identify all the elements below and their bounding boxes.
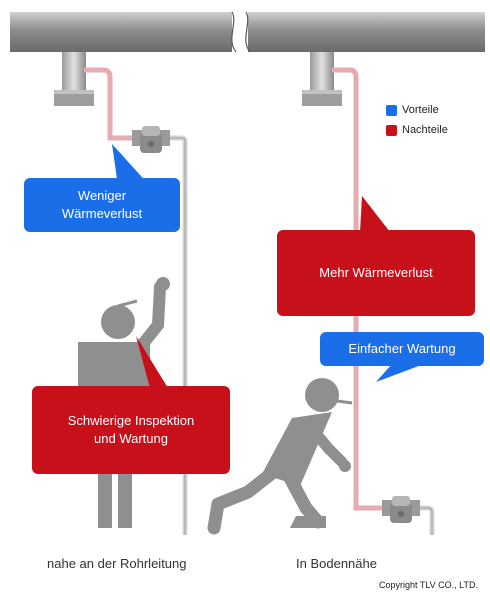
legend-item-advantages: Vorteile bbox=[386, 100, 448, 120]
right-steam-trap bbox=[382, 496, 420, 523]
crouching-worker-figure bbox=[207, 378, 353, 535]
right-trap-piping bbox=[332, 67, 435, 535]
left-steam-trap bbox=[132, 126, 170, 153]
legend-item-disadvantages: Nachteile bbox=[386, 120, 448, 140]
legend-swatch-blue bbox=[386, 104, 397, 116]
caption-near-pipe: nahe an der Rohrleitung bbox=[47, 556, 187, 571]
callout-more-heat-loss-text: Mehr Wärmeverlust bbox=[319, 265, 433, 280]
legend-label-advantages: Vorteile bbox=[402, 104, 439, 116]
callout-less-heat-loss-text: Weniger Wärmeverlust bbox=[61, 188, 143, 221]
callout-pointer-left-disadvantage bbox=[136, 336, 168, 388]
callout-difficult-inspection-text: Schwierige Inspektion und Wartung bbox=[67, 413, 195, 446]
callout-pointer-left-advantage bbox=[112, 144, 150, 186]
left-trap-piping bbox=[84, 67, 188, 535]
callout-less-heat-loss: Weniger Wärmeverlust bbox=[24, 178, 180, 232]
callout-pointer-right-disadvantage bbox=[360, 196, 390, 232]
copyright-notice: Copyright TLV CO., LTD. bbox=[378, 580, 478, 590]
callout-difficult-inspection: Schwierige Inspektion und Wartung bbox=[32, 386, 230, 474]
left-drain-pocket bbox=[54, 52, 94, 106]
main-steam-pipe bbox=[10, 4, 485, 60]
callout-easy-maintenance-text: Einfacher Wartung bbox=[348, 341, 456, 356]
callout-pointer-right-advantage bbox=[376, 364, 424, 382]
right-drain-pocket bbox=[302, 52, 342, 106]
callout-more-heat-loss: Mehr Wärmeverlust bbox=[277, 230, 475, 316]
caption-near-floor: In Bodennähe bbox=[296, 556, 377, 571]
legend-label-disadvantages: Nachteile bbox=[402, 124, 448, 136]
callout-easy-maintenance: Einfacher Wartung bbox=[320, 332, 484, 366]
legend: Vorteile Nachteile bbox=[386, 100, 448, 140]
legend-swatch-red bbox=[386, 124, 397, 136]
